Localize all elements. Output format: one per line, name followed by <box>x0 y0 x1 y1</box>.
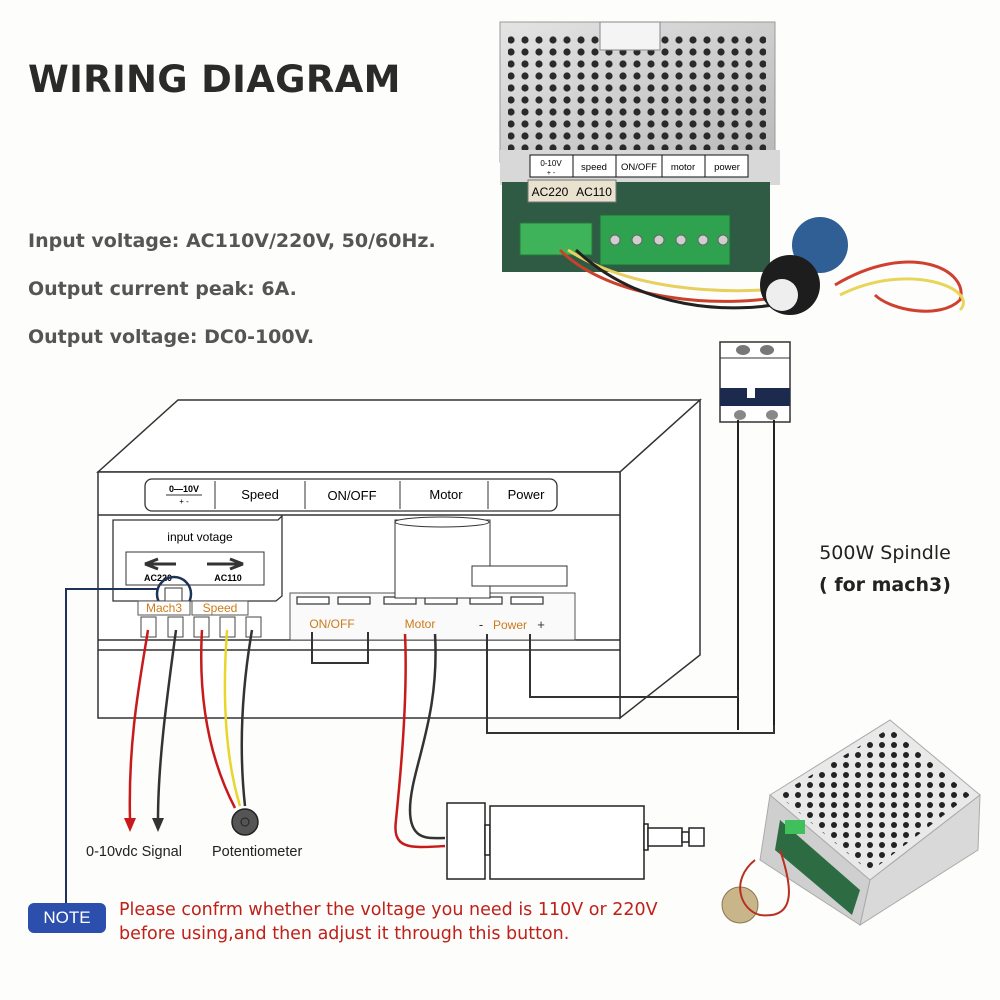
terminal-label-power: Power <box>493 618 527 632</box>
product-photo-top: 0-10V + - speed ON/OFF motor power AC220… <box>499 21 965 315</box>
note-line-2: before using,and then adjust it through … <box>119 924 570 944</box>
schematic-label-strip: 0—10V + - Speed ON/OFF Motor Power <box>144 478 558 512</box>
spec-input-voltage: Input voltage: AC110V/220V, 50/60Hz. <box>28 230 436 252</box>
input-voltage-panel: input votage AC220 AC110 <box>112 514 283 613</box>
input-voltage-title: input votage <box>167 530 233 544</box>
photo-label-onoff: ON/OFF <box>621 162 657 173</box>
circuit-breaker <box>719 341 791 730</box>
terminal-label-motor: Motor <box>405 617 436 631</box>
potentiometer-label: Potentiometer <box>212 844 302 860</box>
strip-label-polarity: + - <box>179 497 189 506</box>
terminal-label-power-minus: - <box>479 617 483 632</box>
note-line-1: Please confrm whether the voltage you ne… <box>119 900 658 920</box>
photo-label-signal: 0-10V <box>540 159 562 168</box>
wire-mach3-plus <box>128 629 150 821</box>
spec-output-current: Output current peak: 6A. <box>28 278 297 300</box>
strip-label-speed: Speed <box>241 487 279 502</box>
wire-motor-black <box>408 633 446 840</box>
photo-label-polarity: + - <box>547 170 556 177</box>
page-title: WIRING DIAGRAM <box>28 58 401 101</box>
power-wires <box>486 634 775 734</box>
onoff-jumper-wire <box>311 632 369 664</box>
wire-speed-red <box>200 629 237 809</box>
wire-motor-red <box>394 633 446 849</box>
arrow-right-icon <box>207 557 244 571</box>
terminal-label-onoff: ON/OFF <box>309 617 354 631</box>
switch-label-ac110: AC110 <box>214 573 242 583</box>
switch-label-ac220: AC220 <box>144 573 172 583</box>
photo-switch-ac220: AC220 <box>532 185 569 199</box>
wire-power-minus <box>486 634 775 734</box>
spindle-motor <box>446 802 705 880</box>
arrow-left-icon <box>144 557 176 571</box>
arrow-down-icon <box>152 818 164 832</box>
photo-label-motor: motor <box>671 162 695 173</box>
photo-switch-ac110: AC110 <box>576 185 612 199</box>
terminal-label-power-plus: + <box>537 617 545 632</box>
note-text: Please confrm whether the voltage you ne… <box>119 898 658 946</box>
potentiometer-icon <box>231 808 259 836</box>
spec-output-voltage: Output voltage: DC0-100V. <box>28 326 315 348</box>
arrow-down-icon <box>124 818 136 832</box>
terminal-label-mach3: Mach3 <box>146 601 182 615</box>
photo-label-speed: speed <box>581 162 607 173</box>
signal-terminal-block: Mach3 Speed <box>137 600 262 638</box>
photo-label-power: power <box>714 162 740 173</box>
product-photo-bottom <box>721 719 981 927</box>
spindle-label-line1: 500W Spindle <box>819 542 951 564</box>
potentiometer-knob-photo <box>760 217 848 315</box>
terminal-label-speed: Speed <box>203 601 238 615</box>
spindle-label-line2: ( for mach3) <box>819 574 951 596</box>
wire-power-plus <box>529 634 739 698</box>
strip-label-power: Power <box>508 487 546 502</box>
voltage-selector-switch[interactable] <box>164 587 183 603</box>
strip-label-onoff: ON/OFF <box>327 488 376 503</box>
note-pointer-line <box>65 588 157 903</box>
strip-label-signal: 0—10V <box>169 484 199 494</box>
note-badge: NOTE <box>28 903 106 933</box>
wire-mach3-minus <box>156 629 178 821</box>
psu-label-strip: 0-10V + - speed ON/OFF motor power <box>529 154 749 178</box>
psu-pcb: AC220 AC110 <box>502 179 770 272</box>
wire-speed-yellow <box>223 629 242 807</box>
power-terminal-block <box>289 516 576 641</box>
wire-speed-black <box>240 629 254 807</box>
signal-wires <box>128 629 254 821</box>
photo-wires <box>558 248 965 313</box>
strip-label-motor: Motor <box>429 487 463 502</box>
signal-wire-label: 0-10vdc Signal <box>86 844 182 860</box>
